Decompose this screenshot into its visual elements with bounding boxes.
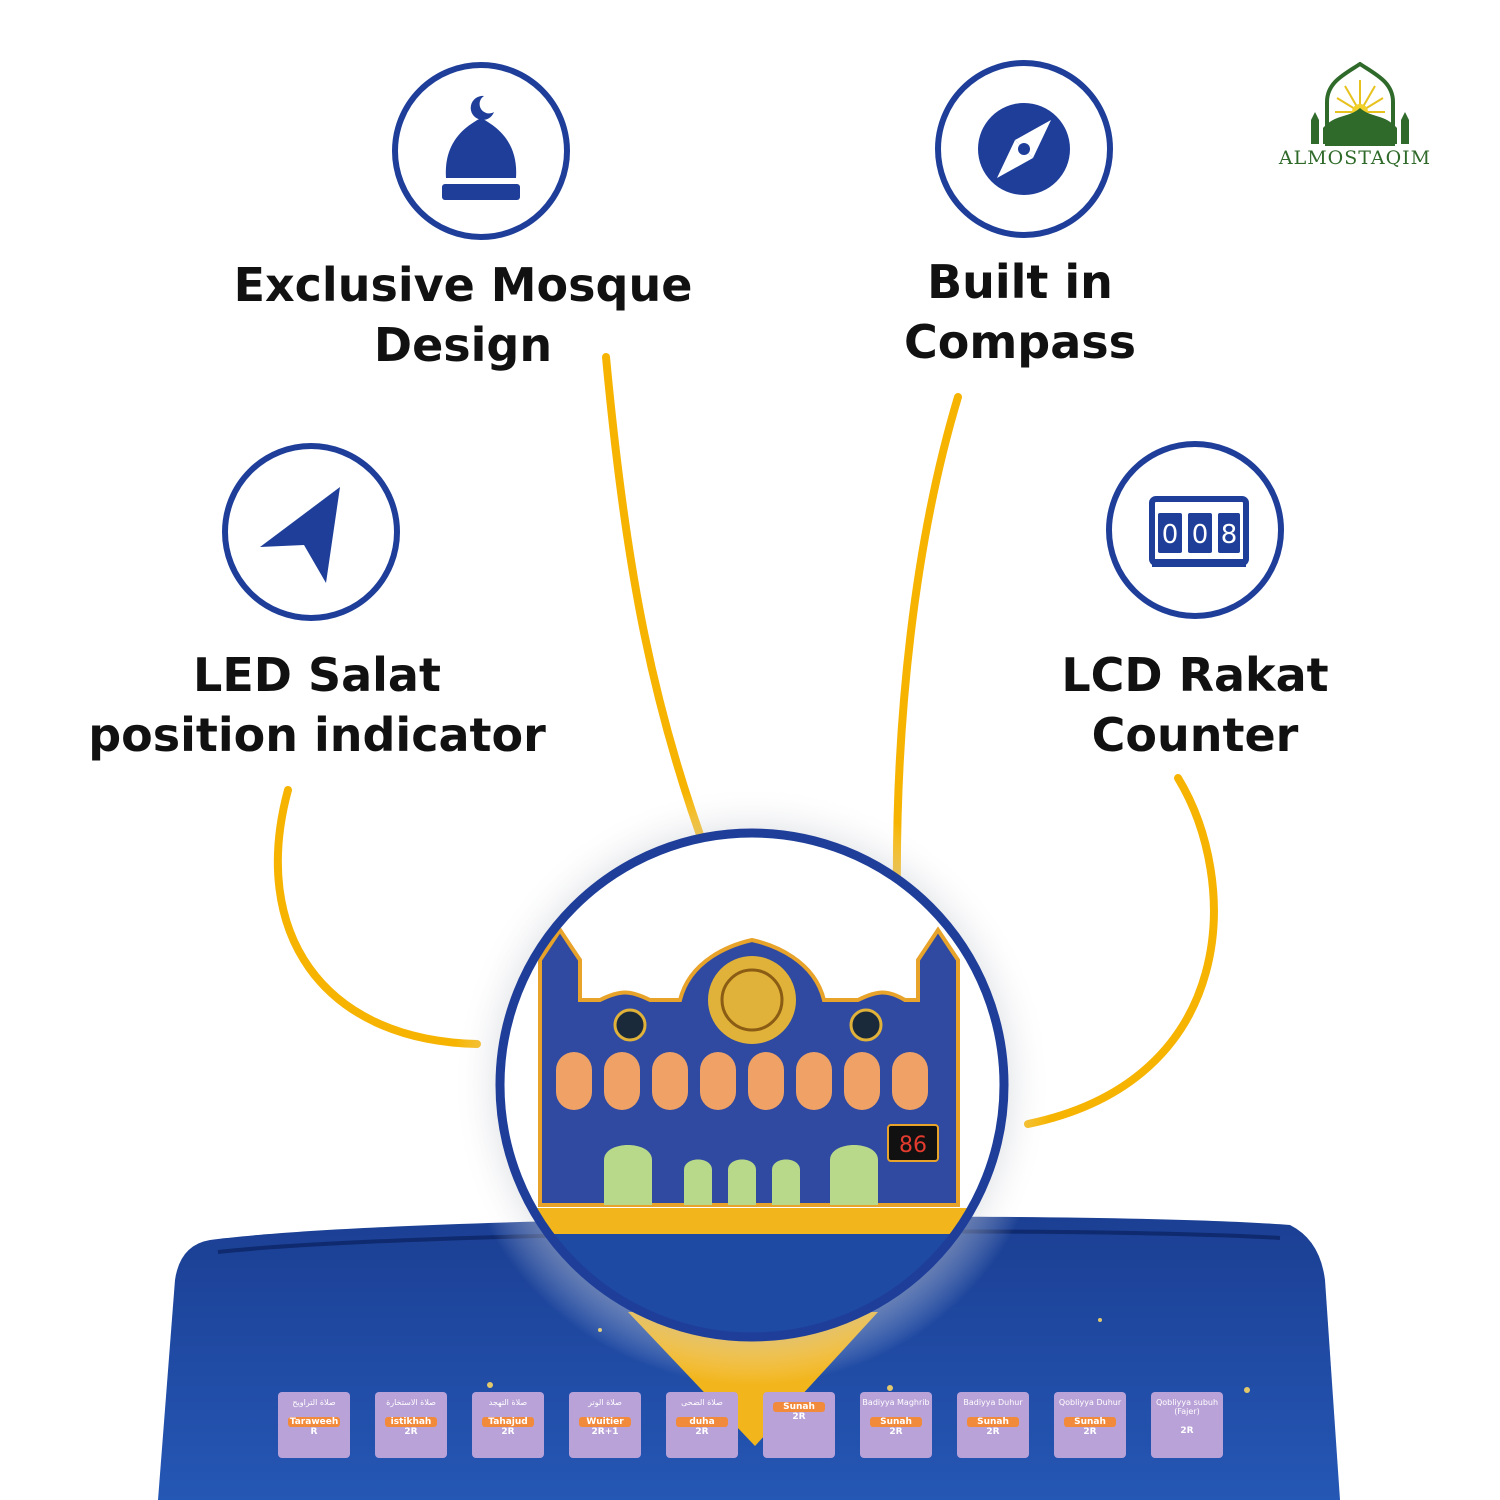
prayer-card-row: صلاة التراويح Taraweeh R صلاة الاستخارة …: [278, 1392, 1228, 1472]
connector-led: [273, 786, 481, 1048]
feature-compass-label: Built in Compass: [820, 252, 1220, 372]
feature-compass-line1: Built in: [927, 255, 1113, 309]
prayer-card-name: duha: [676, 1417, 728, 1427]
connector-lcd: [1024, 774, 1218, 1128]
feature-lcd-label: LCD Rakat Counter: [995, 645, 1395, 765]
counter-digit-1: 0: [1162, 520, 1179, 550]
prayer-card-arabic: Qobliyya Duhur: [1058, 1398, 1122, 1407]
feature-compass-line2: Compass: [903, 315, 1137, 369]
prayer-card: صلاة التهجد Tahajud 2R: [472, 1392, 544, 1458]
mosque-dome-icon: [442, 95, 520, 200]
prayer-card-rakat: 2R: [695, 1427, 709, 1437]
prayer-card: صلاة التراويح Taraweeh R: [278, 1392, 350, 1458]
mosque-logo-icon: [1311, 61, 1409, 146]
prayer-card: Qobliyya Duhur Sunah 2R: [1054, 1392, 1126, 1458]
prayer-card-rakat: 2R: [792, 1412, 806, 1422]
prayer-card-arabic: صلاة الضحى: [681, 1398, 723, 1407]
prayer-card-arabic: صلاة الوتر: [588, 1398, 622, 1407]
counter-digit-3: 8: [1221, 520, 1238, 550]
prayer-card-arabic: Qobliyya subuh (Fajer): [1155, 1398, 1219, 1416]
brand-name: ALMOSTAQIM: [1278, 147, 1432, 169]
prayer-card: Sunah 2R: [763, 1392, 835, 1458]
feature-mosque-circle: [392, 62, 570, 240]
compass-icon: [978, 103, 1070, 195]
feature-lcd-line2: Counter: [1091, 708, 1299, 762]
counter-digit-2: 0: [1192, 520, 1209, 550]
feature-mosque-line1: Exclusive Mosque: [233, 258, 693, 312]
prayer-card-arabic: Badiyya Duhur: [963, 1398, 1023, 1407]
feature-led-circle: [222, 443, 400, 621]
prayer-card-arabic: صلاة الاستخارة: [386, 1398, 436, 1407]
prayer-card-arabic: صلاة التراويح: [292, 1398, 336, 1407]
prayer-card-rakat: R: [310, 1427, 318, 1437]
mosque-lcd-display: 86: [899, 1133, 927, 1158]
prayer-card-arabic: صلاة التهجد: [488, 1398, 528, 1407]
feature-led-label: LED Salat position indicator: [62, 645, 572, 765]
prayer-card: Badiyya Duhur Sunah 2R: [957, 1392, 1029, 1458]
prayer-card: Qobliyya subuh (Fajer) 2R: [1151, 1392, 1223, 1458]
prayer-card: صلاة الاستخارة istikhah 2R: [375, 1392, 447, 1458]
prayer-card-name: Taraweeh: [288, 1417, 340, 1427]
prayer-card-name: Tahajud: [482, 1417, 534, 1427]
prayer-card-rakat: 2R+1: [591, 1427, 619, 1437]
feature-lcd-circle: 0 0 8: [1106, 441, 1284, 619]
prayer-card-name: Sunah: [870, 1417, 922, 1427]
location-arrow-icon: [260, 487, 340, 583]
prayer-card: صلاة الضحى duha 2R: [666, 1392, 738, 1458]
prayer-card-name: istikhah: [385, 1417, 437, 1427]
prayer-card-name: Sunah: [967, 1417, 1019, 1427]
feature-mosque-label: Exclusive Mosque Design: [208, 255, 718, 375]
feature-led-line2: position indicator: [88, 708, 546, 762]
counter-icon: 0 0 8: [1149, 496, 1249, 567]
prayer-card-rakat: 2R: [889, 1427, 903, 1437]
prayer-card: Badiyya Maghrib Sunah 2R: [860, 1392, 932, 1458]
prayer-card-rakat: 2R: [1083, 1427, 1097, 1437]
prayer-card-name: Sunah: [1064, 1417, 1116, 1427]
prayer-card-rakat: 2R: [1180, 1426, 1194, 1436]
prayer-card: صلاة الوتر Wuitier 2R+1: [569, 1392, 641, 1458]
feature-lcd-line1: LCD Rakat: [1061, 648, 1329, 702]
feature-mosque-line2: Design: [373, 318, 553, 372]
prayer-card-rakat: 2R: [404, 1427, 418, 1437]
prayer-card-arabic: Badiyya Maghrib: [862, 1398, 930, 1407]
brand-logo: [1305, 61, 1415, 147]
prayer-card-name: Sunah: [773, 1402, 825, 1412]
prayer-card-name: Wuitier: [579, 1417, 631, 1427]
feature-led-line1: LED Salat: [193, 648, 441, 702]
prayer-card-rakat: 2R: [501, 1427, 515, 1437]
feature-compass-circle: [935, 60, 1113, 238]
prayer-card-rakat: 2R: [986, 1427, 1000, 1437]
